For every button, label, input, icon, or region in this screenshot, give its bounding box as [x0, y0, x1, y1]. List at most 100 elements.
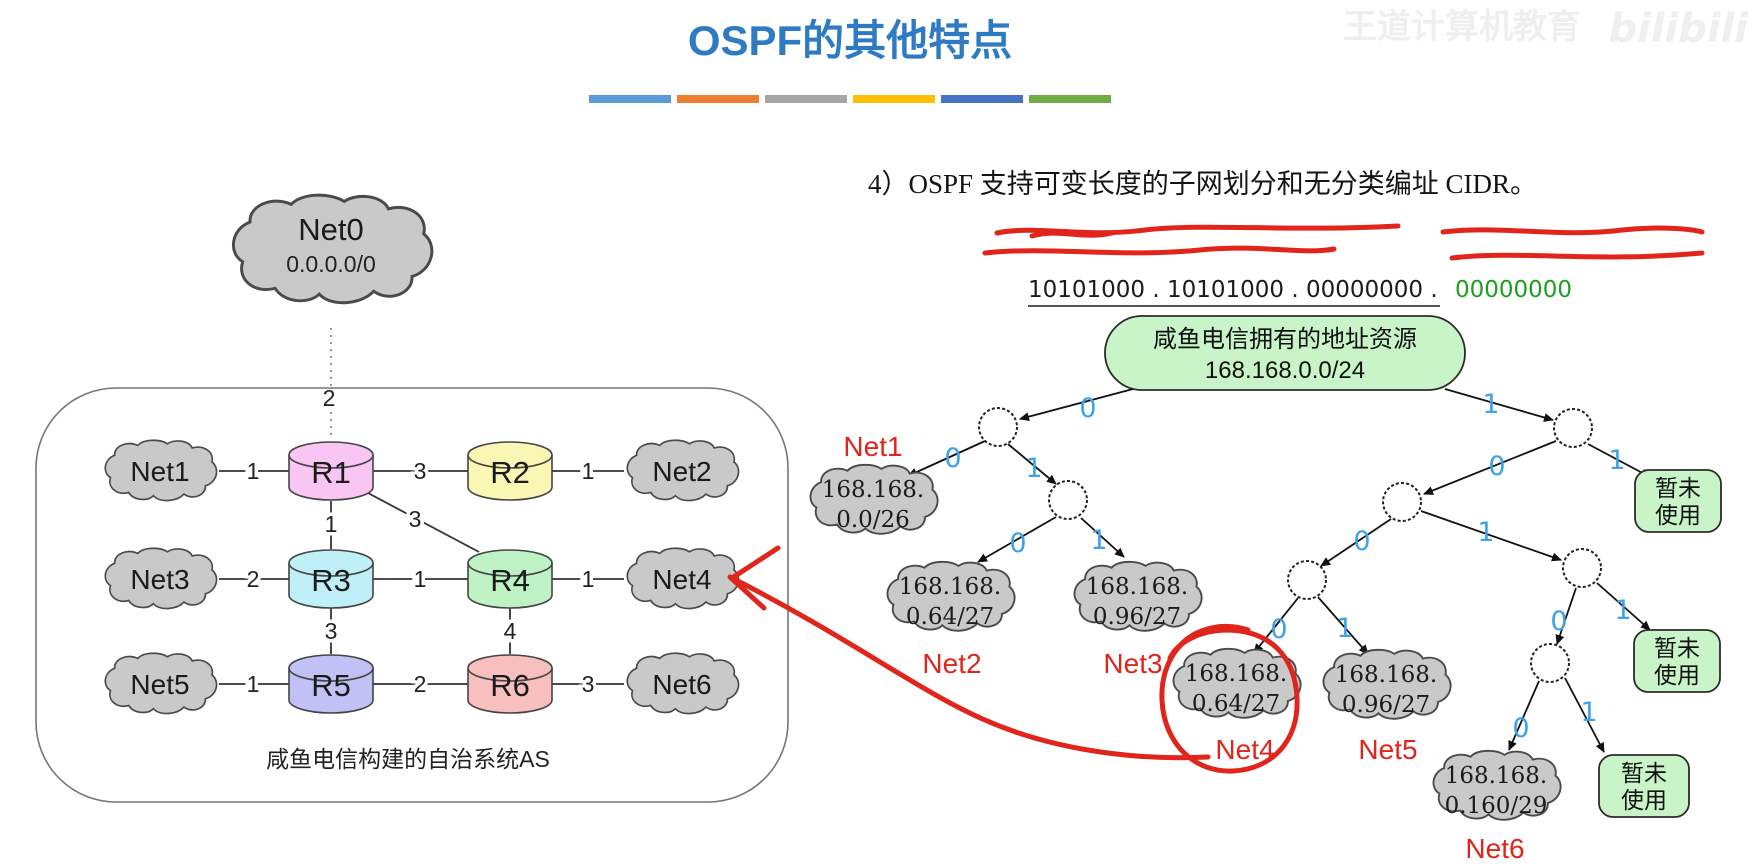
bit-label: 0: [1488, 451, 1505, 482]
tree-edge: [1423, 440, 1557, 495]
router-r6: R6: [467, 654, 553, 714]
bit-label: 1: [1025, 453, 1042, 484]
link-cost-label: 1: [582, 458, 595, 484]
subnet-addr: 168.168.: [1445, 763, 1547, 789]
tree-edge: [1508, 680, 1540, 751]
underline-stroke: [1029, 230, 1115, 239]
unused-label: 暂未: [1655, 475, 1701, 501]
tree-node: [978, 407, 1018, 447]
router-r4: R4: [467, 549, 553, 609]
bit-label: 1: [1336, 613, 1353, 644]
net4-name: Net4: [652, 564, 711, 595]
link-cost-label: 1: [325, 511, 338, 537]
router-top: [467, 441, 553, 469]
subnet-name-net3: Net3: [1103, 648, 1162, 679]
net0-addr: 0.0.0.0/0: [286, 251, 376, 277]
subnet-addr: 168.168.: [1335, 662, 1437, 688]
tree-node: [1382, 482, 1422, 522]
as-boundary: [35, 387, 789, 803]
router-name: R6: [490, 668, 530, 703]
tree-edge: [1444, 388, 1554, 422]
bit-label: 1: [1090, 525, 1107, 556]
divider-bar: [941, 95, 1023, 103]
router-top: [467, 654, 553, 682]
link-cost-label: 1: [247, 458, 260, 484]
unused-box: [1633, 629, 1721, 693]
subnet-addr: 0.160/29: [1445, 793, 1548, 819]
link-cost-label: 1: [414, 566, 427, 592]
tree-edge: [1317, 596, 1369, 655]
unused-box: [1634, 469, 1722, 533]
tree-edges: [907, 388, 1651, 753]
divider-bar: [677, 95, 759, 103]
bit-label: 0: [1009, 528, 1026, 559]
tree-leaf-clouds: 168.168. 0.0/26 Net1 168.168. 0.64/27 Ne…: [809, 431, 1562, 864]
router-name: R2: [490, 455, 530, 490]
bit-label: 0: [1512, 713, 1529, 744]
link-cost-label: 1: [582, 566, 595, 592]
tree-internal-nodes: [978, 407, 1602, 683]
router-name: R4: [490, 563, 530, 598]
subnet-addr: 168.168.: [1185, 661, 1287, 687]
tree-edge: [1320, 518, 1392, 567]
as-routers: R1 R2 R3 R4 R5 R6: [288, 441, 553, 714]
subnet-name-net5: Net5: [1358, 734, 1417, 765]
bit-label: 1: [1614, 595, 1631, 626]
bit-label: 0: [944, 443, 961, 474]
router-top: [288, 549, 374, 577]
unused-leaves: 暂未 使用 暂未 使用 暂未 使用: [1598, 469, 1722, 818]
router-r2: R2: [467, 441, 553, 501]
subnet-name-net1: Net1: [843, 431, 902, 462]
subnet-addr: 168.168.: [822, 477, 924, 503]
router-top: [288, 654, 374, 682]
underline-stroke: [994, 223, 1401, 236]
bit-label: 1: [1608, 445, 1625, 476]
router-r3: R3: [288, 549, 374, 609]
link-cost-label: 3: [582, 671, 595, 697]
link-cost-label: 3: [414, 458, 427, 484]
divider-bar: [765, 95, 847, 103]
net2-name: Net2: [652, 456, 711, 487]
net4-red-circle: [1159, 625, 1300, 774]
net0-name: Net0: [298, 212, 363, 247]
tree-root-box: [1104, 315, 1466, 391]
as-links: [219, 470, 624, 685]
router-name: R5: [311, 668, 351, 703]
tree-node: [1530, 643, 1570, 683]
subnet-addr: 168.168.: [899, 574, 1001, 600]
bit-label: 0: [1353, 526, 1370, 557]
divider-bar: [1029, 95, 1111, 103]
subnet-addr: 0.96/27: [1093, 604, 1181, 630]
page-title: OSPF的其他特点: [688, 17, 1012, 64]
bit-label: 0: [1550, 606, 1567, 637]
tree-bit-labels: 0 1 0 1 0 1 0 1 0 1 0 1 0 1 0 1: [944, 389, 1631, 744]
binary-address: 10101000 . 10101000 . 00000000 . 0000000…: [1028, 277, 1572, 303]
bit-label: 0: [1079, 393, 1096, 424]
router-top: [467, 549, 553, 577]
binary-network-part: 10101000 . 10101000 . 00000000 .: [1028, 277, 1438, 303]
red-pen-annotations: [727, 545, 1300, 774]
net5-name: Net5: [130, 669, 189, 700]
note-text: 4）OSPF 支持可变长度的子网划分和无分类编址 CIDR。: [868, 169, 1537, 199]
link-cost-label: 2: [247, 566, 260, 592]
tree-edge: [1007, 443, 1057, 485]
subnet-addr: 0.96/27: [1342, 692, 1430, 718]
uplink-cost-label: 2: [323, 385, 336, 411]
title-divider-bars: [589, 95, 1111, 103]
underline-stroke: [1449, 250, 1705, 261]
tree-node: [1553, 408, 1593, 448]
net1-name: Net1: [130, 456, 189, 487]
link: [367, 492, 480, 553]
subnet-addr: 0.0/26: [836, 507, 910, 533]
tree-edge: [1253, 597, 1299, 654]
bilibili-logo: bilibili: [1608, 6, 1749, 52]
subnet-addr: 0.64/27: [906, 604, 994, 630]
subnet-addr: 168.168.: [1086, 574, 1188, 600]
red-underline-annotations: [982, 223, 1705, 261]
tree-edge: [1564, 677, 1605, 753]
router-r5: R5: [288, 654, 374, 714]
subnet-addr: 0.64/27: [1192, 691, 1280, 717]
as-caption: 咸鱼电信构建的自治系统AS: [266, 746, 550, 772]
unused-label: 暂未: [1654, 635, 1700, 661]
